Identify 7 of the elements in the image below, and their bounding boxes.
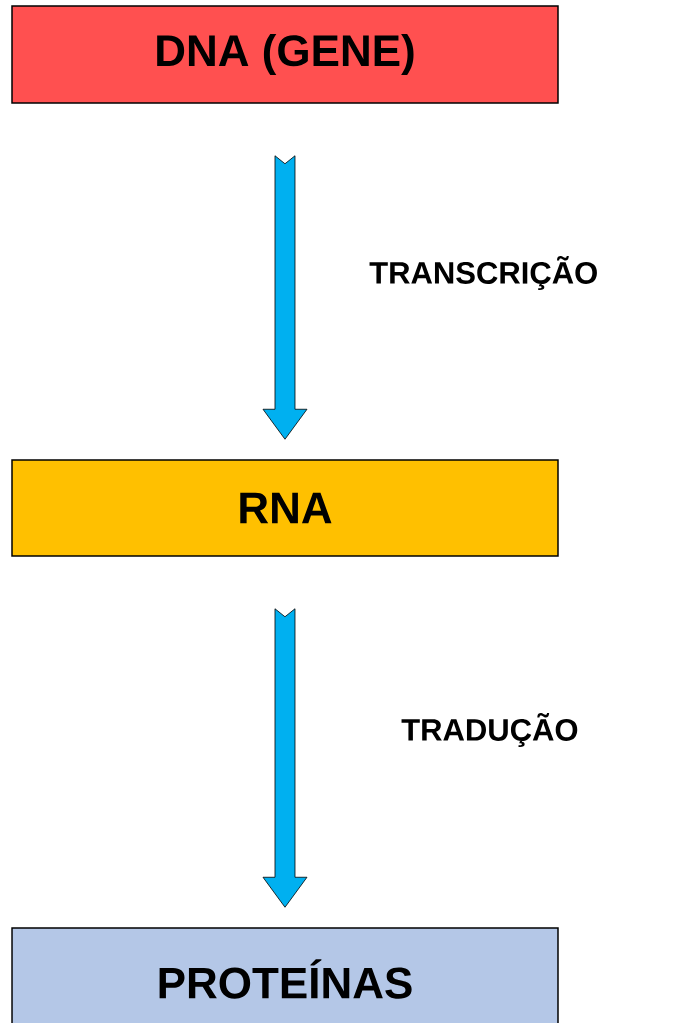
process-box: DNA (GENE) bbox=[11, 5, 559, 104]
block-arrow bbox=[262, 155, 308, 440]
process-box: PROTEÍNAS bbox=[11, 927, 559, 1023]
process-box: RNA bbox=[11, 459, 559, 557]
edge-label: TRADUÇÃO bbox=[401, 713, 578, 747]
edge-label: TRANSCRIÇÃO bbox=[369, 256, 597, 290]
block-arrow bbox=[262, 608, 308, 908]
